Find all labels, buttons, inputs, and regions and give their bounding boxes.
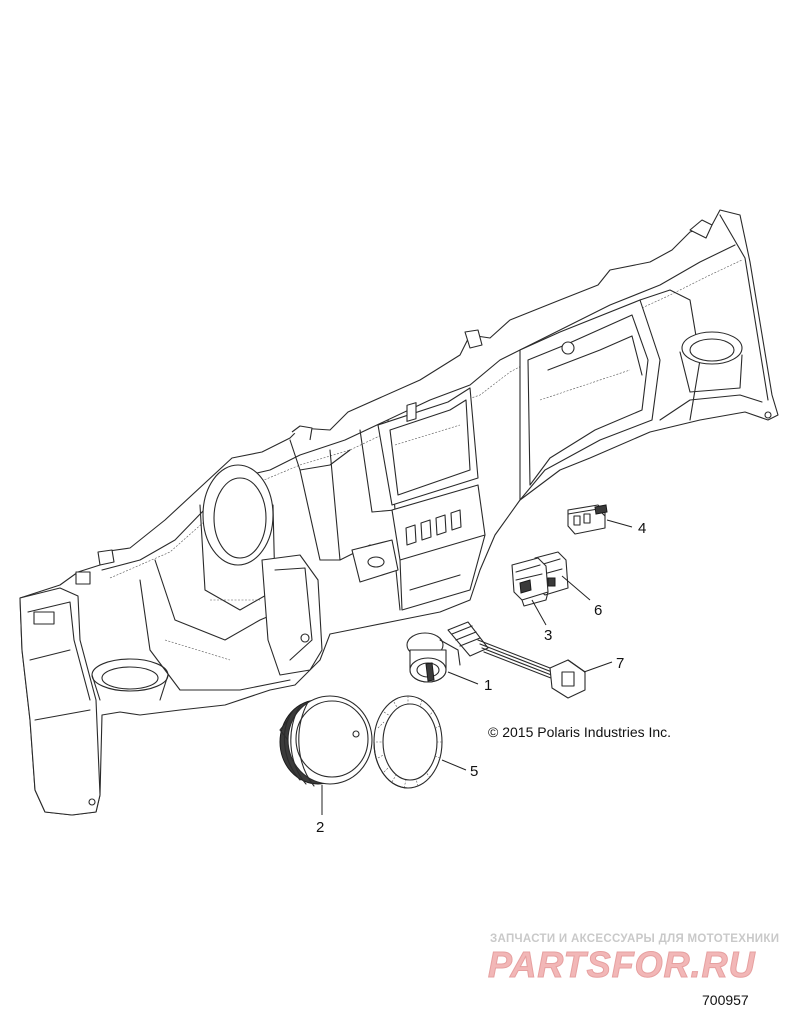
callout-3: 3 [544, 627, 552, 644]
wiring-harness-part [447, 621, 586, 699]
callout-labels: 4 6 3 7 1 5 2 [316, 520, 646, 836]
rocker-switch-part [511, 557, 549, 607]
callout-4: 4 [638, 520, 646, 537]
watermark-tagline: ЗАПЧАСТИ И АКСЕССУАРЫ ДЛЯ МОТОТЕХНИКИ [490, 933, 780, 945]
gauge-bezel-ring-part [373, 695, 443, 789]
callout-2: 2 [316, 819, 324, 836]
copyright-notice: © 2015 Polaris Industries Inc. [488, 724, 672, 740]
ignition-switch-part [406, 632, 461, 683]
callout-1: 1 [484, 677, 492, 694]
document-number: 700957 [702, 992, 749, 1008]
power-outlet-part [567, 504, 608, 535]
dashboard-panel [19, 209, 779, 816]
leader-lines [321, 519, 633, 815]
callout-6: 6 [594, 602, 602, 619]
callout-5: 5 [470, 763, 478, 780]
gauge-part [279, 695, 373, 787]
callout-7: 7 [616, 655, 624, 672]
watermark-logo: PARTSFOR.RU [488, 944, 756, 986]
